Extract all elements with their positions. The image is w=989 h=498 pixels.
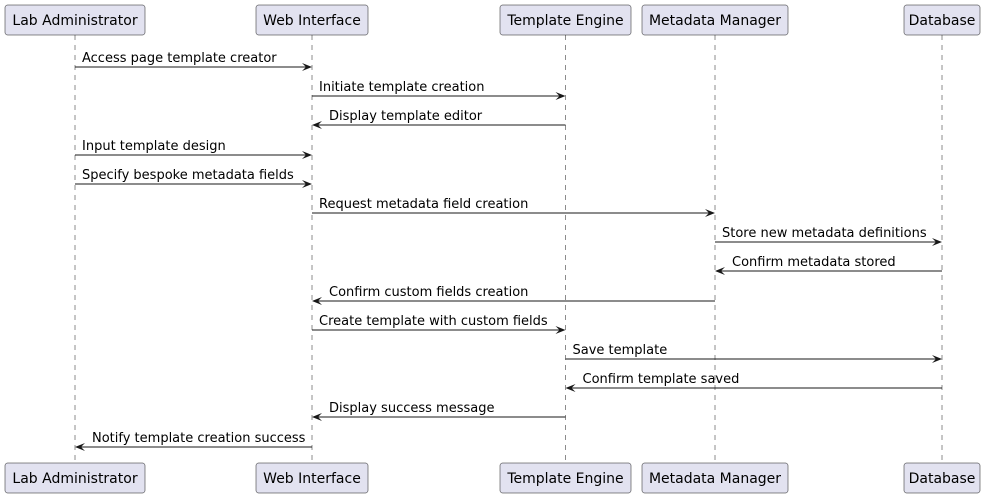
arrowhead-icon [705,209,715,217]
participant-label: Web Interface [263,13,361,29]
message-2: Initiate template creation [312,80,566,100]
participant-top-metadata-manager: Metadata Manager [641,4,789,36]
message-12: Confirm template saved [565,372,942,392]
participant-label: Database [909,471,976,487]
participant-label: Database [909,13,976,29]
participant-bottom-metadata-manager: Metadata Manager [641,462,789,494]
participant-label: Metadata Manager [649,13,781,29]
message-label: Save template [573,343,668,358]
message-4: Input template design [75,139,312,159]
arrowhead-icon [312,121,322,129]
participant-box [903,4,981,36]
arrowhead-icon [75,443,85,451]
participant-top-web-interface: Web Interface [255,4,369,36]
message-10: Create template with custom fields [312,314,566,334]
arrowhead-icon [555,326,566,334]
participant-top-lab-administrator: Lab Administrator [4,4,146,36]
participant-box [255,4,369,36]
arrowhead-icon [302,151,312,159]
message-9: Confirm custom fields creation [312,285,715,305]
message-7: Store new metadata definitions [715,226,942,246]
participant-label: Web Interface [263,471,361,487]
message-label: Display template editor [329,109,483,124]
message-13: Display success message [312,401,566,421]
arrowhead-icon [932,238,942,246]
participant-bottom-template-engine: Template Engine [499,462,632,494]
message-6: Request metadata field creation [312,197,715,217]
message-14: Notify template creation success [75,431,312,451]
message-3: Display template editor [312,109,566,129]
message-label: Notify template creation success [92,431,306,446]
participant-top-database: Database [903,4,981,36]
participants-top: Lab Administrator Web Interface Template E… [4,4,981,36]
participant-label: Template Engine [506,471,623,487]
participant-bottom-web-interface: Web Interface [255,462,369,494]
participant-box [903,462,981,494]
participant-box [641,4,789,36]
message-8: Confirm metadata stored [715,255,942,275]
participant-box [4,4,146,36]
message-label: Create template with custom fields [319,314,548,329]
message-label: Access page template creator [82,51,277,66]
message-11: Save template [565,343,942,363]
arrowhead-icon [715,267,725,275]
arrowhead-icon [302,180,312,188]
participant-label: Lab Administrator [12,471,137,487]
participant-box [499,4,632,36]
message-1: Access page template creator [75,51,312,71]
arrowhead-icon [312,413,322,421]
participant-label: Lab Administrator [12,13,137,29]
message-label: Display success message [329,401,494,416]
message-label: Specify bespoke metadata fields [82,168,294,183]
participant-box [641,462,789,494]
participants-bottom: Lab Administrator Web Interface Template E… [4,462,981,494]
participant-bottom-database: Database [903,462,981,494]
message-label: Input template design [82,139,226,154]
participant-bottom-lab-administrator: Lab Administrator [4,462,146,494]
participant-label: Metadata Manager [649,471,781,487]
message-5: Specify bespoke metadata fields [75,168,312,188]
participant-top-template-engine: Template Engine [499,4,632,36]
arrowhead-icon [932,355,942,363]
participant-label: Template Engine [506,13,623,29]
participant-box [255,462,369,494]
arrowhead-icon [312,297,322,305]
message-label: Store new metadata definitions [722,226,927,241]
message-label: Request metadata field creation [319,197,528,212]
lifelines [74,35,943,463]
participant-box [4,462,146,494]
arrowhead-icon [555,92,566,100]
message-label: Confirm metadata stored [732,255,896,270]
participant-box [499,462,632,494]
message-label: Confirm custom fields creation [329,285,528,300]
message-label: Confirm template saved [583,372,740,387]
arrowhead-icon [302,63,312,71]
arrowhead-icon [565,384,576,392]
message-label: Initiate template creation [319,80,484,95]
